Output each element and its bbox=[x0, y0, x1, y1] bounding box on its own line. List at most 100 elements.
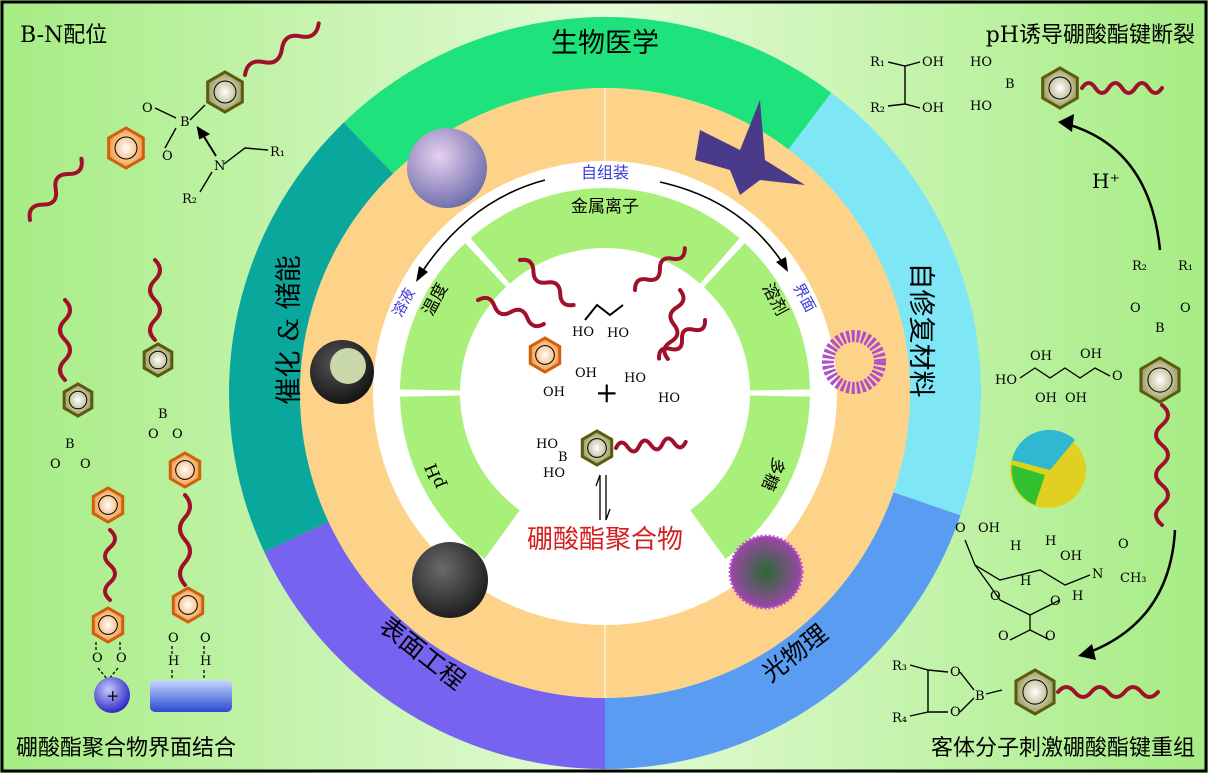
polymer-chain bbox=[1154, 403, 1170, 527]
aromatic-circle bbox=[1147, 367, 1173, 393]
arrow-head bbox=[1058, 114, 1074, 132]
bond-lines bbox=[887, 61, 921, 109]
stimulus-segment bbox=[400, 395, 520, 559]
polymer-chain bbox=[103, 528, 117, 602]
chem-label: B bbox=[180, 115, 190, 130]
polymer-chain bbox=[1056, 685, 1160, 699]
stimulus-label-metal-ions: 金属离子 bbox=[571, 197, 639, 217]
benzene-ring bbox=[91, 606, 125, 644]
benzene-ring bbox=[168, 451, 202, 489]
chem-label: O bbox=[200, 631, 211, 646]
core bbox=[330, 348, 366, 384]
application-segment bbox=[343, 16, 832, 174]
corner-title-bn-coordination: B-N配位 bbox=[20, 23, 107, 48]
chem-label: B bbox=[975, 689, 985, 704]
chem-label: O bbox=[80, 457, 91, 472]
polymer-chain bbox=[27, 156, 84, 222]
chem-label: O bbox=[116, 651, 127, 666]
plus-sign: + bbox=[595, 376, 618, 409]
polymer-chain bbox=[243, 21, 321, 77]
benzene-ring bbox=[528, 336, 562, 374]
polymer-chain bbox=[518, 257, 576, 308]
chem-label: HO bbox=[658, 391, 680, 406]
nanostructure-images bbox=[310, 100, 886, 618]
bond-lines bbox=[95, 640, 205, 681]
aromatic-circle bbox=[114, 136, 138, 160]
peripheral-molecules: O B O N R₁ R₂ R₁ OH R₂ OH HO B HO H⁺ R₂ … bbox=[16, 23, 1195, 761]
benzene-ring bbox=[107, 126, 145, 170]
aromatic-circle bbox=[178, 595, 198, 615]
corner-title-ph-cleavage: pH诱导硼酸酯键断裂 bbox=[986, 23, 1195, 48]
chem-label: OH bbox=[922, 101, 944, 116]
assembly-label: 自组装 bbox=[581, 163, 629, 182]
chem-label: R₃ bbox=[892, 659, 907, 674]
spiky-micelle-particle bbox=[728, 534, 804, 610]
chem-label: R₁ bbox=[270, 145, 285, 160]
protein-model-region bbox=[1011, 465, 1045, 505]
aromatic-circle bbox=[1022, 679, 1048, 705]
chem-label: H bbox=[1020, 574, 1031, 589]
chem-label: HO bbox=[543, 466, 565, 481]
benzene-ring bbox=[62, 382, 94, 418]
stimulus-segment bbox=[690, 395, 810, 559]
polymer-chain bbox=[632, 246, 687, 292]
chem-label: B bbox=[1155, 321, 1165, 336]
stimulus-segment bbox=[703, 243, 810, 391]
chem-label: OH bbox=[1030, 349, 1052, 364]
center-chemistry: HO HO OH OH + HO HO HO B HO bbox=[536, 325, 680, 481]
polymer-chain bbox=[657, 318, 708, 361]
chem-label: O bbox=[990, 589, 1001, 604]
polymer-chain bbox=[178, 493, 192, 587]
chem-label: HO bbox=[970, 55, 992, 70]
chem-label: O bbox=[1180, 301, 1191, 316]
star-shaped-particle bbox=[695, 100, 805, 195]
aromatic-circle bbox=[213, 80, 237, 104]
cation-charge: + bbox=[106, 686, 119, 705]
chem-label: O bbox=[998, 629, 1009, 644]
arrow-head bbox=[1078, 644, 1096, 660]
bond-lines bbox=[154, 104, 269, 193]
chem-label: B bbox=[1005, 77, 1015, 92]
chem-label: OH bbox=[922, 55, 944, 70]
chem-label: O bbox=[950, 705, 961, 720]
chem-label: O bbox=[142, 101, 153, 116]
aromatic-circle bbox=[1048, 76, 1072, 100]
polymer-chain bbox=[476, 295, 546, 329]
chem-label: O bbox=[955, 521, 966, 536]
chem-label: HO bbox=[624, 371, 646, 386]
chem-label: O bbox=[1130, 301, 1141, 316]
benzene-ring bbox=[1041, 66, 1079, 110]
aromatic-circle bbox=[98, 615, 118, 635]
polymer-chain bbox=[614, 436, 688, 454]
chem-label: HO bbox=[572, 325, 594, 340]
polymer-chain bbox=[148, 258, 162, 342]
chem-label: H bbox=[200, 654, 211, 669]
application-segment bbox=[605, 492, 961, 769]
chem-label: O bbox=[950, 665, 961, 680]
chem-label: O bbox=[168, 631, 179, 646]
chem-label: R₂ bbox=[870, 101, 885, 116]
polymer-network-particle bbox=[407, 128, 487, 208]
aromatic-circle bbox=[68, 390, 88, 410]
chem-label: HO bbox=[995, 373, 1017, 388]
benzene-ring bbox=[580, 429, 614, 467]
application-segment bbox=[228, 122, 394, 552]
chem-label: O bbox=[172, 427, 183, 442]
chem-label: O bbox=[50, 457, 61, 472]
chem-label: R₁ bbox=[870, 55, 885, 70]
bond-lines bbox=[964, 539, 1091, 641]
bond-lines bbox=[909, 664, 1003, 717]
arrow-acid-cleavage bbox=[1069, 123, 1162, 251]
chem-label: HO bbox=[607, 326, 629, 341]
aromatic-circle bbox=[148, 350, 168, 370]
corner-title-interfacial-binding: 硼酸酯聚合物界面结合 bbox=[16, 736, 236, 761]
protein-model-region bbox=[1012, 429, 1075, 470]
aromatic-circle bbox=[98, 495, 118, 515]
vesicle-ring-particle bbox=[822, 330, 886, 394]
chem-label: R₂ bbox=[1132, 259, 1147, 274]
arrow-head bbox=[416, 266, 428, 282]
chem-label: HO bbox=[536, 437, 558, 452]
corner-title-guest-recombination: 客体分子刺激硼酸酯键重组 bbox=[931, 736, 1195, 761]
